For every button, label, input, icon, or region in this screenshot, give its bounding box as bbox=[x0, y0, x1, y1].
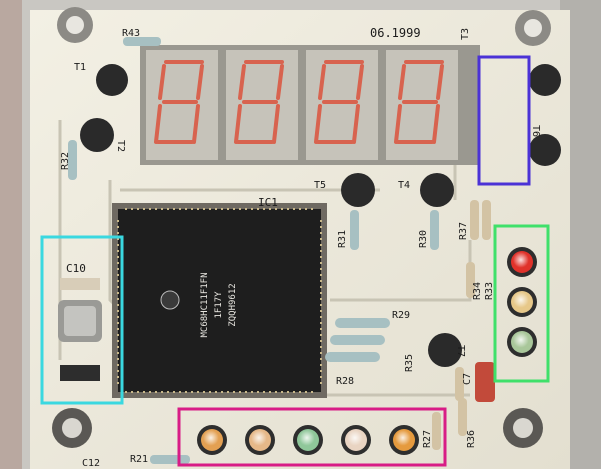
label-r31: R31 bbox=[337, 230, 348, 248]
label-r37: R37 bbox=[458, 222, 469, 240]
chip-marking: MC68HC11F1FN 1F17Y ZQQH9612 bbox=[200, 272, 238, 337]
label-r21: R21 bbox=[130, 454, 148, 465]
label-ic1: IC1 bbox=[258, 196, 278, 209]
led-column-1 bbox=[507, 247, 537, 277]
label-r43: R43 bbox=[122, 28, 140, 39]
label-t5: T5 bbox=[314, 180, 326, 191]
led-row-highlight-box bbox=[177, 407, 447, 467]
label-c10: C10 bbox=[66, 262, 86, 275]
led-row-4 bbox=[341, 425, 371, 455]
transistors bbox=[80, 64, 561, 367]
label-r35: R35 bbox=[404, 354, 415, 372]
highlight-boxes bbox=[40, 55, 550, 467]
silkscreen-labels: 06.1999 R43 T3 T1 T2 R32 T6 IC1 T5 T4 R3… bbox=[60, 26, 541, 469]
led-column-highlight-box bbox=[493, 224, 550, 383]
led-column-2 bbox=[507, 287, 537, 317]
label-t4: T4 bbox=[398, 180, 410, 191]
chip-line-3: ZQQH9612 bbox=[228, 283, 238, 326]
led-row-5 bbox=[389, 425, 419, 455]
segment-digit-4 bbox=[394, 60, 444, 144]
chip-pins bbox=[117, 208, 322, 393]
led-column-3 bbox=[507, 327, 537, 357]
label-t3: T3 bbox=[460, 28, 471, 40]
crystal-highlight-box bbox=[40, 235, 124, 405]
label-t6: T6 bbox=[530, 125, 541, 137]
label-t7: T7 bbox=[455, 345, 466, 357]
date-code: 06.1999 bbox=[370, 26, 421, 40]
seven-segment-display bbox=[140, 45, 480, 165]
capacitor-c10-top bbox=[60, 278, 100, 290]
chip-body bbox=[118, 209, 321, 392]
label-r34: R34 bbox=[472, 282, 483, 300]
chip-line-2: 1F17Y bbox=[214, 291, 224, 319]
label-c7: C7 bbox=[462, 373, 473, 385]
label-c12: C12 bbox=[82, 458, 100, 469]
label-r27: R27 bbox=[422, 430, 433, 448]
resistors bbox=[68, 37, 495, 464]
capacitor-c7 bbox=[475, 362, 495, 402]
segment-digit-2 bbox=[234, 60, 284, 144]
segment-digit-3 bbox=[314, 60, 364, 144]
label-r32: R32 bbox=[60, 152, 71, 170]
label-r30: R30 bbox=[418, 230, 429, 248]
label-r29: R29 bbox=[392, 310, 410, 321]
led-row-3 bbox=[293, 425, 323, 455]
mounting-holes bbox=[52, 7, 551, 448]
transistor-highlight-box bbox=[477, 55, 531, 186]
segment-digit-1 bbox=[154, 60, 204, 144]
led-row bbox=[197, 425, 419, 455]
label-t1: T1 bbox=[74, 62, 86, 73]
led-row-2 bbox=[245, 425, 275, 455]
led-column bbox=[507, 247, 537, 357]
microcontroller-chip: MC68HC11F1FN 1F17Y ZQQH9612 bbox=[112, 203, 327, 398]
label-r33: R33 bbox=[484, 282, 495, 300]
label-t2: T2 bbox=[115, 140, 126, 152]
capacitor-c10 bbox=[60, 365, 100, 381]
led-row-1 bbox=[197, 425, 227, 455]
label-r28: R28 bbox=[336, 376, 354, 387]
motorola-logo-icon bbox=[160, 290, 180, 310]
chip-line-1: MC68HC11F1FN bbox=[200, 272, 210, 337]
enclosure-left-edge bbox=[0, 0, 22, 469]
label-r36: R36 bbox=[466, 430, 477, 448]
crystal-oscillator bbox=[58, 278, 102, 381]
